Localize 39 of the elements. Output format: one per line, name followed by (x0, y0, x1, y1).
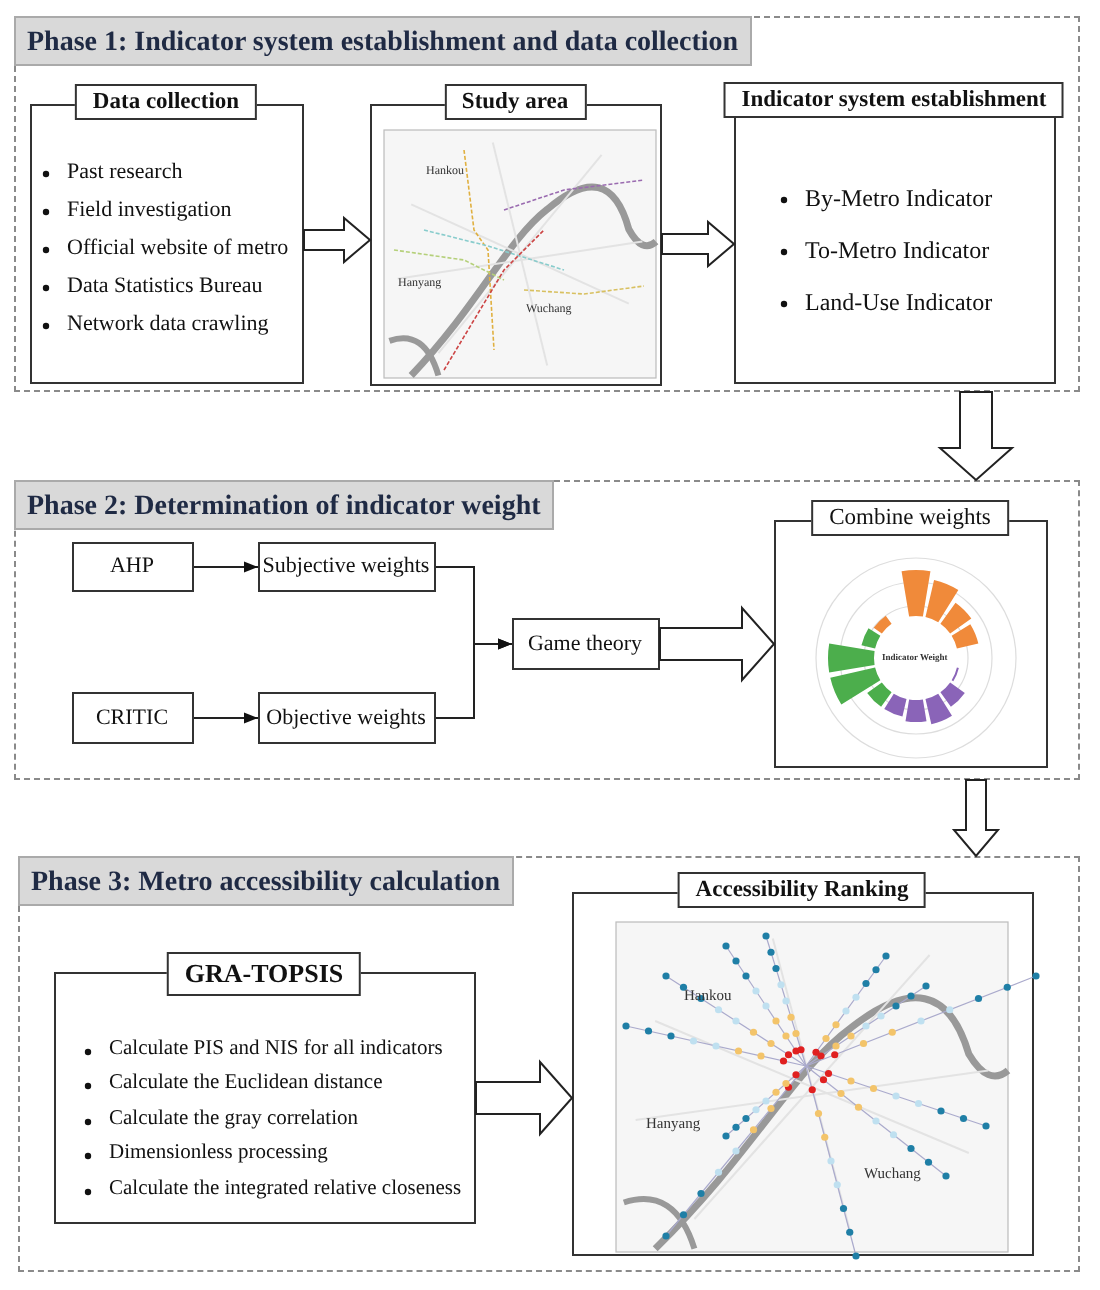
bullet-item: Official website of metro (67, 235, 289, 259)
process-box: Game theory (511, 617, 659, 669)
panel-heading: Study area (443, 83, 587, 119)
bullet-item: Land-Use Indicator (805, 287, 993, 315)
bullet-item: Network data crawling (67, 311, 269, 335)
panel-heading: Indicator system establishment (723, 81, 1065, 117)
arrow (193, 561, 259, 573)
block-arrow (661, 219, 736, 269)
process-box: Subjective weights (257, 541, 435, 591)
arrow (435, 638, 513, 719)
bullet-item: To-Metro Indicator (805, 235, 990, 263)
panel-heading: GRA-TOPSIS (166, 951, 362, 995)
block-arrow (303, 215, 372, 265)
panel-heading: Data collection (74, 83, 258, 119)
block-arrow (951, 779, 1001, 858)
bullet-item: Data Statistics Bureau (67, 273, 263, 297)
phase-title: Phase 1: Indicator system establishment and data collection (13, 15, 753, 65)
bullet-item: Field investigation (67, 197, 232, 221)
block-arrow (475, 1059, 574, 1137)
bullet-item: By-Metro Indicator (805, 183, 993, 211)
arrow (193, 712, 259, 724)
bullet-item: Calculate the gray correlation (109, 1107, 358, 1129)
process-box: Objective weights (257, 691, 435, 743)
phase-frame (14, 480, 1080, 780)
panel-heading: Combine weights (811, 499, 1009, 535)
phase-title: Phase 2: Determination of indicator weight (13, 479, 555, 529)
phase-frame (18, 856, 1080, 1272)
block-arrow (937, 391, 1015, 482)
bullet-item: Dimensionless processing (109, 1142, 328, 1164)
bullet-item: Calculate the Euclidean distance (109, 1072, 383, 1094)
process-box: AHP (71, 541, 193, 591)
phase-title: Phase 3: Metro accessibility calculation (17, 855, 515, 905)
bullet-item: Past research (67, 159, 183, 183)
block-arrow (659, 605, 776, 683)
bullet-item: Calculate PIS and NIS for all indicators (109, 1037, 443, 1059)
process-box: CRITIC (71, 691, 193, 743)
bullet-item: Calculate the integrated relative closeness (109, 1177, 462, 1199)
phase-frame (14, 16, 1080, 392)
panel-heading: Accessibility Ranking (677, 871, 927, 907)
